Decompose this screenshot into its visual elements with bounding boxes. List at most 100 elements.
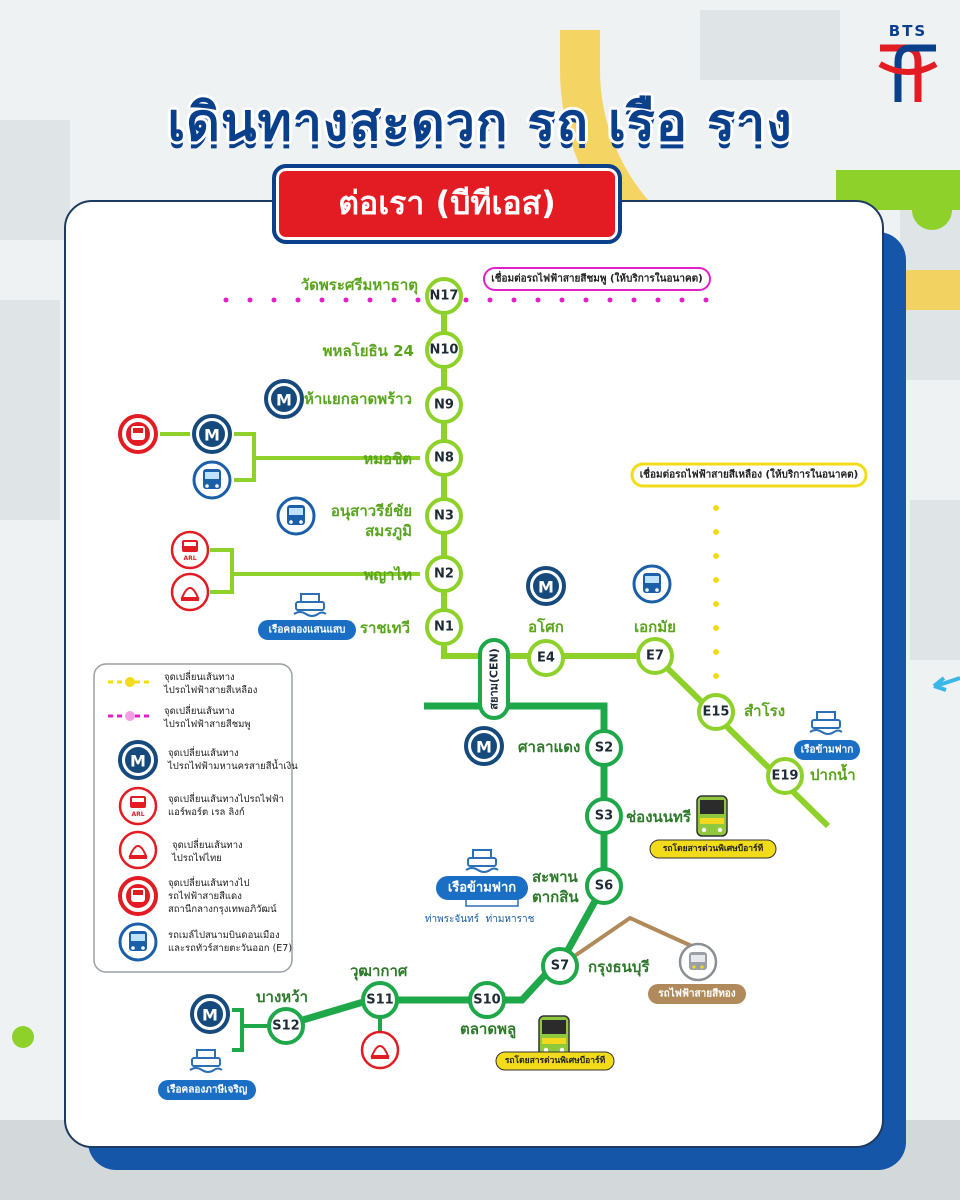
mrt-icon xyxy=(190,994,230,1034)
gold-line-icon xyxy=(678,942,718,982)
station-name-N10: พหลโยธิน 24 xyxy=(323,341,414,360)
station-code: S3 xyxy=(595,809,613,824)
station-name-N8: หมอชิต xyxy=(363,450,412,468)
station-S7[interactable]: S7 xyxy=(541,947,579,985)
label-text: เรือคลองภาษีเจริญ xyxy=(167,1084,248,1096)
legend-text: ไปรถไฟฟ้าสายสีชมพู xyxy=(163,718,251,730)
phasi-boat-label: เรือคลองภาษีเจริญ xyxy=(158,1080,256,1100)
srt-icon xyxy=(118,830,158,870)
station-E15[interactable]: E15 xyxy=(697,693,735,731)
station-N10[interactable]: N10 xyxy=(425,331,463,369)
station-name-E4: อโศก xyxy=(528,617,564,636)
station-code: S7 xyxy=(551,959,569,974)
boat-icon xyxy=(189,1049,223,1073)
pink-line-label-text: เชื่อมต่อรถไฟฟ้าสายสีชมพู (ให้บริการในอน… xyxy=(491,271,702,286)
station-siam[interactable]: สยาม(CEN) xyxy=(478,638,510,720)
ferry-e19-label: เรือข้ามฟาก xyxy=(794,740,860,760)
legend-text: ไปรถไฟฟ้ามหานครสายสีน้ำเงิน xyxy=(167,759,298,772)
station-E4[interactable]: E4 xyxy=(527,639,565,677)
airport-bus-icon xyxy=(276,496,316,536)
arrow-icon xyxy=(935,676,960,688)
station-S12[interactable]: S12 xyxy=(267,1007,305,1045)
legend-text: จุดเปลี่ยนเส้นทางไป xyxy=(168,876,249,889)
legend-text: และรถทัวร์สายตะวันออก (E7) xyxy=(168,942,292,954)
station-name-N3-line2: สมรภูมิ xyxy=(365,522,412,541)
station-S2[interactable]: S2 xyxy=(585,729,623,767)
station-N2[interactable]: N2 xyxy=(425,555,463,593)
station-N1[interactable]: N1 xyxy=(425,608,463,646)
label-text: เรือคลองแสนแสบ xyxy=(269,624,346,636)
station-E7[interactable]: E7 xyxy=(636,637,674,675)
ferry-s6-label: เรือข้ามฟาก xyxy=(436,876,528,900)
airport-link-icon xyxy=(118,786,158,826)
station-name-S7: กรุงธนบุรี xyxy=(588,958,650,977)
station-code: N10 xyxy=(430,343,459,358)
srt-icon xyxy=(360,1030,400,1070)
station-code: N17 xyxy=(430,289,459,304)
station-code: N2 xyxy=(434,567,454,582)
legend-text: ไปรถไฟไทย xyxy=(171,852,222,864)
station-code: N8 xyxy=(434,451,454,466)
legend-text: จุดเปลี่ยนเส้นทาง xyxy=(168,746,239,759)
airport-link-icon xyxy=(170,530,210,570)
legend-text: ไปรถไฟฟ้าสายสีเหลือง xyxy=(163,684,257,696)
brt-bus-icon xyxy=(538,1015,570,1057)
gold-line-label: รถไฟฟ้าสายสีทอง xyxy=(648,984,746,1004)
boat-icon xyxy=(809,711,843,735)
station-N17[interactable]: N17 xyxy=(425,277,463,315)
mrt-icon xyxy=(526,566,566,606)
pier-label: ท่าพระจันทร์ xyxy=(425,913,480,925)
station-name-N1: ราชเทวี xyxy=(360,619,410,637)
bts-logo: BTS xyxy=(872,22,944,112)
arrow-head-icon xyxy=(932,676,947,692)
station-name-N3-line1: อนุสาวรีย์ชัย xyxy=(331,502,412,521)
pier-label: ท่ามหาราช xyxy=(486,914,535,925)
legend-item-pink: จุดเปลี่ยนเส้นทาง ไปรถไฟฟ้าสายสีชมพู xyxy=(108,704,251,730)
station-S10[interactable]: S10 xyxy=(468,981,506,1019)
mrt-icon xyxy=(118,740,158,780)
station-name-E15: สำโรง xyxy=(744,701,785,720)
station-code: N3 xyxy=(434,509,454,524)
station-name-S6-line2: ตากสิน xyxy=(532,888,579,906)
pink-line-label: เชื่อมต่อรถไฟฟ้าสายสีชมพู (ให้บริการในอน… xyxy=(483,267,711,291)
station-name-S3: ช่องนนทรี xyxy=(626,808,692,826)
station-name-S10: ตลาดพลู xyxy=(460,1020,516,1039)
station-N9[interactable]: N9 xyxy=(425,386,463,424)
legend-text: จุดเปลี่ยนเส้นทาง xyxy=(164,704,235,717)
label-text: รถไฟฟ้าสายสีทอง xyxy=(658,987,736,1000)
airport-bus-icon xyxy=(632,564,672,604)
station-name-S6-line1: สะพาน xyxy=(532,868,579,886)
label-text: รถโดยสารด่วนพิเศษบีอาร์ที xyxy=(663,843,764,854)
station-code: S6 xyxy=(595,879,613,894)
legend-text: จุดเปลี่ยนเส้นทาง xyxy=(172,838,243,851)
connector xyxy=(210,548,234,594)
legend-text: รถไฟฟ้าสายสีแดง xyxy=(168,890,242,902)
station-N8[interactable]: N8 xyxy=(425,439,463,477)
station-code: S11 xyxy=(366,993,393,1008)
legend: จุดเปลี่ยนเส้นทาง ไปรถไฟฟ้าสายสีเหลือง จ… xyxy=(93,663,298,973)
station-E19[interactable]: E19 xyxy=(766,757,804,795)
station-name-N9: ห้าแยกลาดพร้าว xyxy=(304,390,412,408)
station-code: E7 xyxy=(646,649,664,664)
station-S6[interactable]: S6 xyxy=(585,867,623,905)
boat-icon xyxy=(465,849,499,873)
subtitle-pill: ต่อเรา (บีทีเอส) xyxy=(272,164,622,244)
legend-text: จุดเปลี่ยนเส้นทางไปรถไฟฟ้า xyxy=(168,792,284,805)
mrt-icon xyxy=(264,379,304,419)
brt-s3-label: รถโดยสารด่วนพิเศษบีอาร์ที xyxy=(649,839,777,859)
label-text: รถโดยสารด่วนพิเศษบีอาร์ที xyxy=(505,1055,606,1066)
saen-saep-boat-label: เรือคลองแสนแสบ xyxy=(258,620,356,640)
connector xyxy=(234,432,256,482)
legend-text: จุดเปลี่ยนเส้นทาง xyxy=(164,670,235,683)
brt-bus-icon xyxy=(696,795,728,837)
station-N3[interactable]: N3 xyxy=(425,497,463,535)
station-name-N17: วัดพระศรีมหาธาตุ xyxy=(301,276,418,295)
station-name-S12: บางหว้า xyxy=(256,988,308,1006)
station-code: E4 xyxy=(537,651,555,666)
yellow-line-label: เชื่อมต่อรถไฟฟ้าสายสีเหลือง (ให้บริการใน… xyxy=(630,462,868,488)
yellow-line-label-text: เชื่อมต่อรถไฟฟ้าสายสีเหลือง (ให้บริการใน… xyxy=(640,467,858,481)
station-S11[interactable]: S11 xyxy=(361,981,399,1019)
airport-bus-icon xyxy=(118,922,158,962)
station-S3[interactable]: S3 xyxy=(585,797,623,835)
